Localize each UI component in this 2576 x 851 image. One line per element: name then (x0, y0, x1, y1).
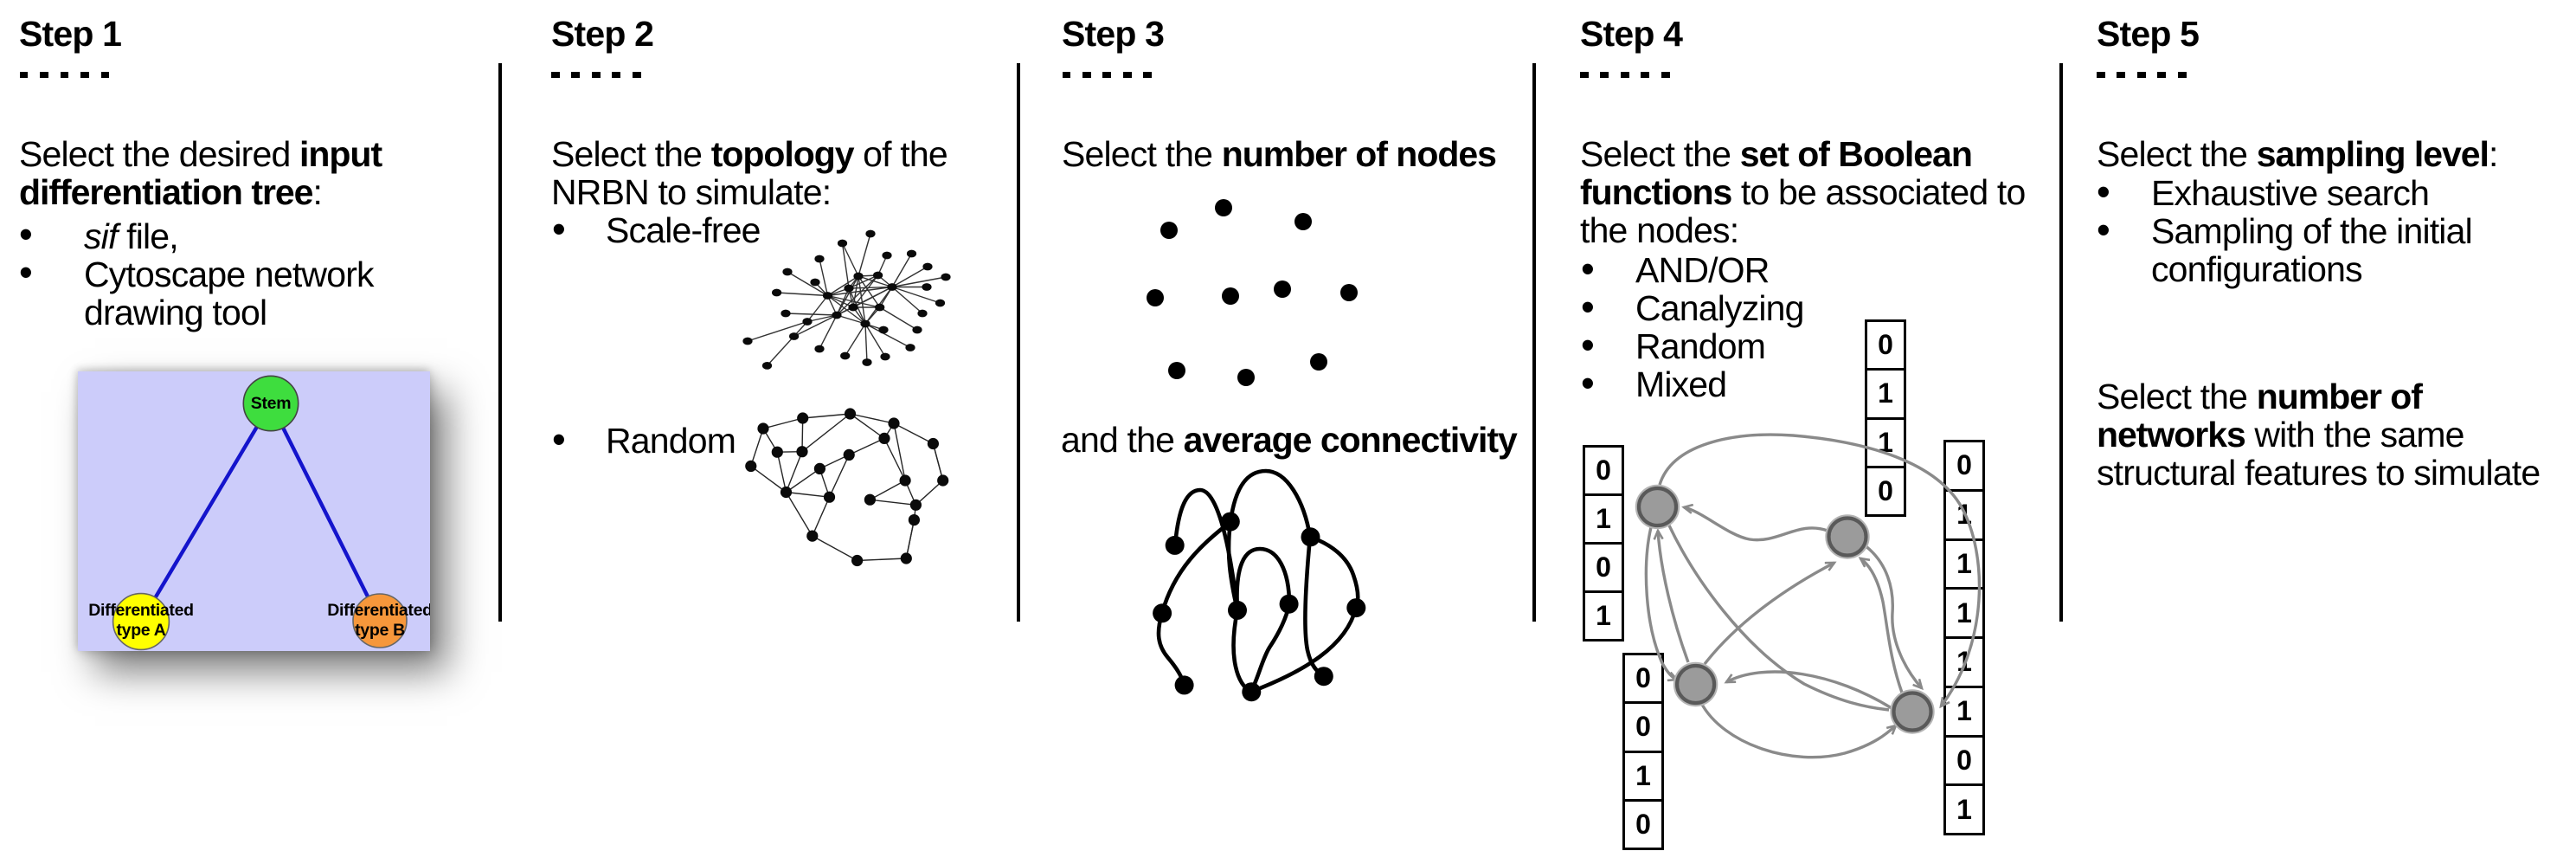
svg-text:Stem: Stem (251, 394, 291, 413)
svg-text:type B: type B (355, 621, 405, 640)
svg-text:type A: type A (116, 621, 165, 640)
svg-text:Differentiated: Differentiated (88, 601, 193, 620)
svg-text:Differentiated: Differentiated (327, 601, 430, 620)
